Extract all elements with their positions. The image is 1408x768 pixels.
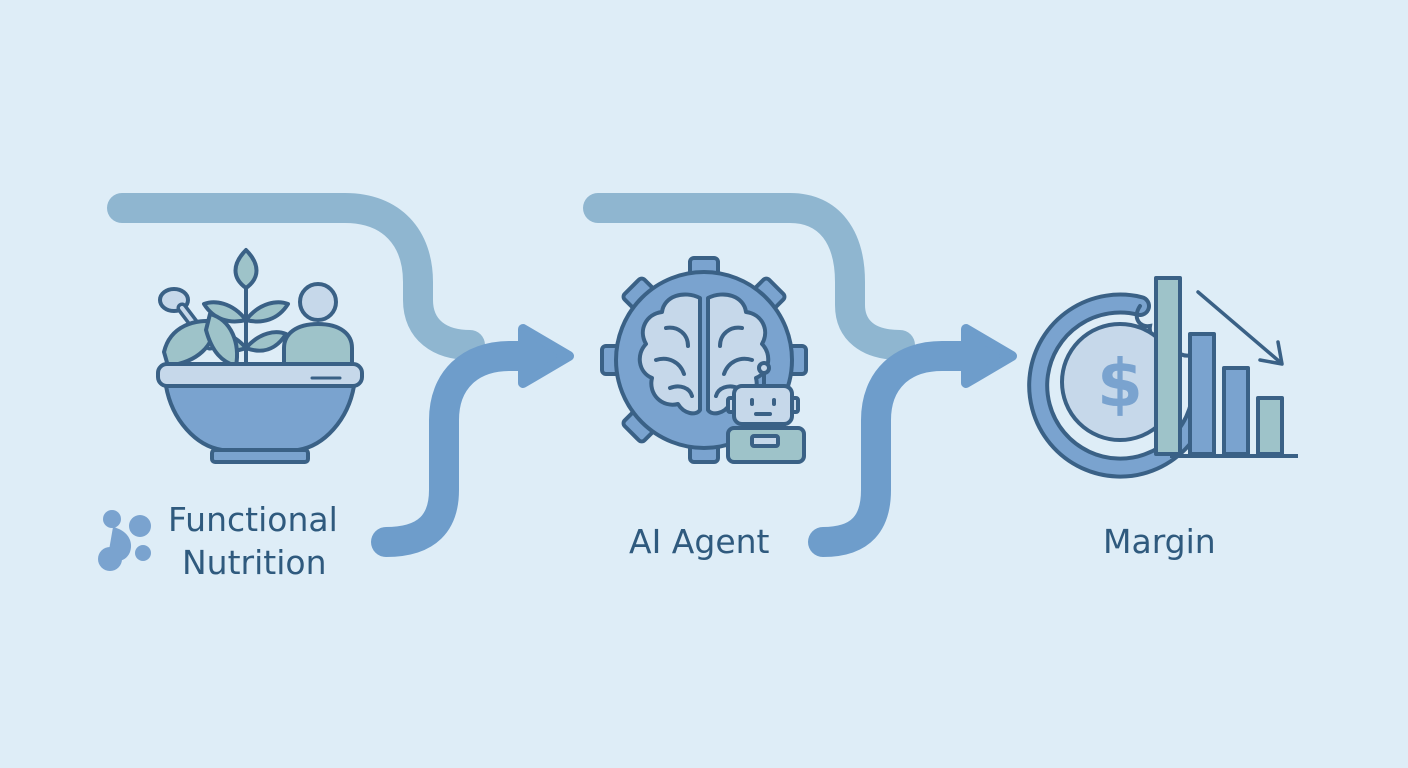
connector-2 — [583, 193, 1017, 557]
step-label-functional-nutrition: Functional Nutrition — [168, 498, 338, 584]
connector-2-upper-band — [583, 193, 915, 360]
step-label-functional-nutrition-line2: Nutrition — [182, 543, 327, 582]
connector-1-upper-band — [107, 193, 485, 360]
connector-2-lower-band — [808, 341, 985, 557]
molecule-logo-icon — [98, 510, 151, 571]
step-label-ai-agent: AI Agent — [629, 522, 770, 561]
step-label-margin: Margin — [1103, 522, 1216, 561]
connector-2-arrowhead — [961, 324, 1017, 388]
connector-1 — [107, 193, 574, 557]
brain-gear-robot-icon — [600, 256, 808, 464]
step-label-functional-nutrition-line1: Functional — [168, 500, 338, 539]
salad-bowl-person-icon — [156, 248, 364, 464]
dollar-coin-declining-bars-icon: $ — [1027, 276, 1298, 479]
connector-1-arrowhead — [518, 324, 574, 388]
connector-1-lower-band — [371, 341, 543, 557]
dollar-symbol: $ — [1097, 345, 1143, 422]
